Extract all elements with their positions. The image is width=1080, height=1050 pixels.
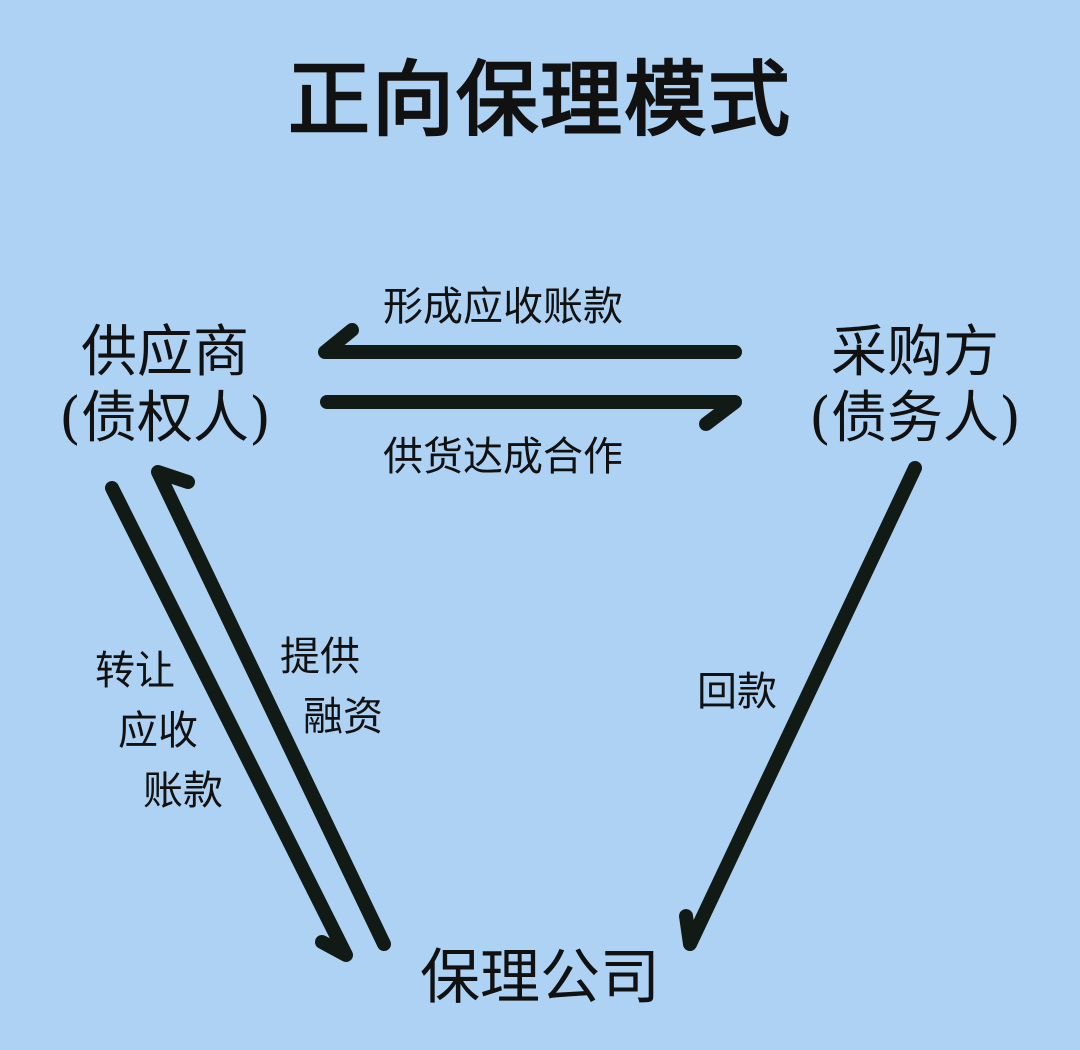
edge-label-repayment: 回款 — [697, 669, 777, 715]
buyer-node: 采购方 (债务人) — [770, 320, 1060, 452]
supplier-role: (债权人) — [59, 386, 271, 451]
edge-label-financing-1: 提供 — [280, 634, 360, 680]
supplier-node: 供应商 (债权人) — [20, 320, 310, 452]
arrow-supplier-to-factor — [105, 481, 353, 962]
edge-label-transfer-3: 账款 — [143, 768, 223, 814]
arrow-supplier-to-buyer — [320, 395, 742, 431]
arrow-buyer-to-factor — [679, 461, 922, 951]
arrow-factor-to-supplier — [151, 465, 391, 951]
edge-label-transfer-1: 转让 — [95, 648, 175, 694]
factor-name: 保理公司 — [420, 943, 660, 1013]
edge-label-transfer-2: 应收 — [118, 708, 198, 754]
edge-label-receivable: 形成应收账款 — [383, 284, 623, 330]
supplier-name: 供应商 — [81, 320, 249, 385]
buyer-name: 采购方 — [831, 320, 999, 385]
factor-node: 保理公司 — [390, 945, 690, 1011]
edge-label-supply: 供货达成合作 — [383, 434, 623, 480]
buyer-role: (债务人) — [809, 386, 1021, 451]
edge-label-financing-2: 融资 — [303, 694, 383, 740]
arrow-buyer-to-supplier — [318, 323, 742, 359]
diagram-title: 正向保理模式 — [287, 53, 792, 148]
